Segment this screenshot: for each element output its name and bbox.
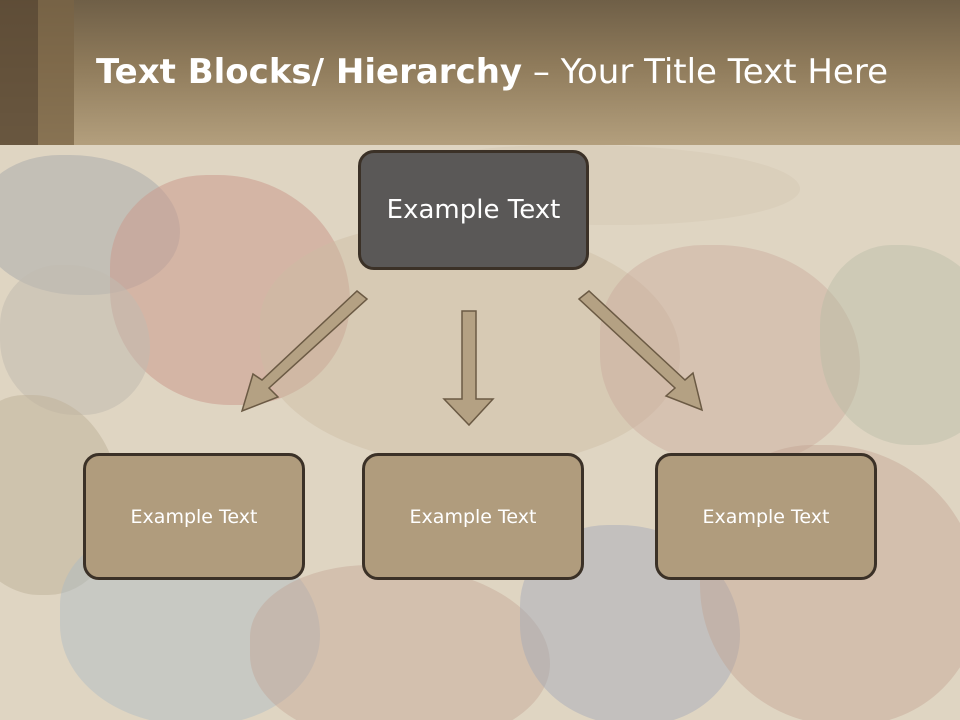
slide-title-rest: – Your Title Text Here xyxy=(522,52,888,92)
child-text-block-1[interactable]: Example Text xyxy=(83,453,305,580)
background-photo xyxy=(0,145,960,720)
arrow-left xyxy=(240,290,369,413)
arrow-right xyxy=(577,290,704,412)
banner-stripe-dark xyxy=(0,0,38,145)
slide-title[interactable]: Text Blocks/ Hierarchy – Your Title Text… xyxy=(0,52,960,92)
root-text-block[interactable]: Example Text xyxy=(358,150,589,270)
title-banner: Text Blocks/ Hierarchy – Your Title Text… xyxy=(0,0,960,145)
child-text-3: Example Text xyxy=(702,505,830,528)
child-text-1: Example Text xyxy=(130,505,258,528)
child-text-block-3[interactable]: Example Text xyxy=(655,453,877,580)
child-text-block-2[interactable]: Example Text xyxy=(362,453,584,580)
banner-stripe-medium xyxy=(38,0,74,145)
arrow-center xyxy=(442,310,495,427)
slide-title-bold: Text Blocks/ Hierarchy xyxy=(95,52,523,92)
root-text: Example Text xyxy=(386,195,561,225)
child-text-2: Example Text xyxy=(409,505,537,528)
